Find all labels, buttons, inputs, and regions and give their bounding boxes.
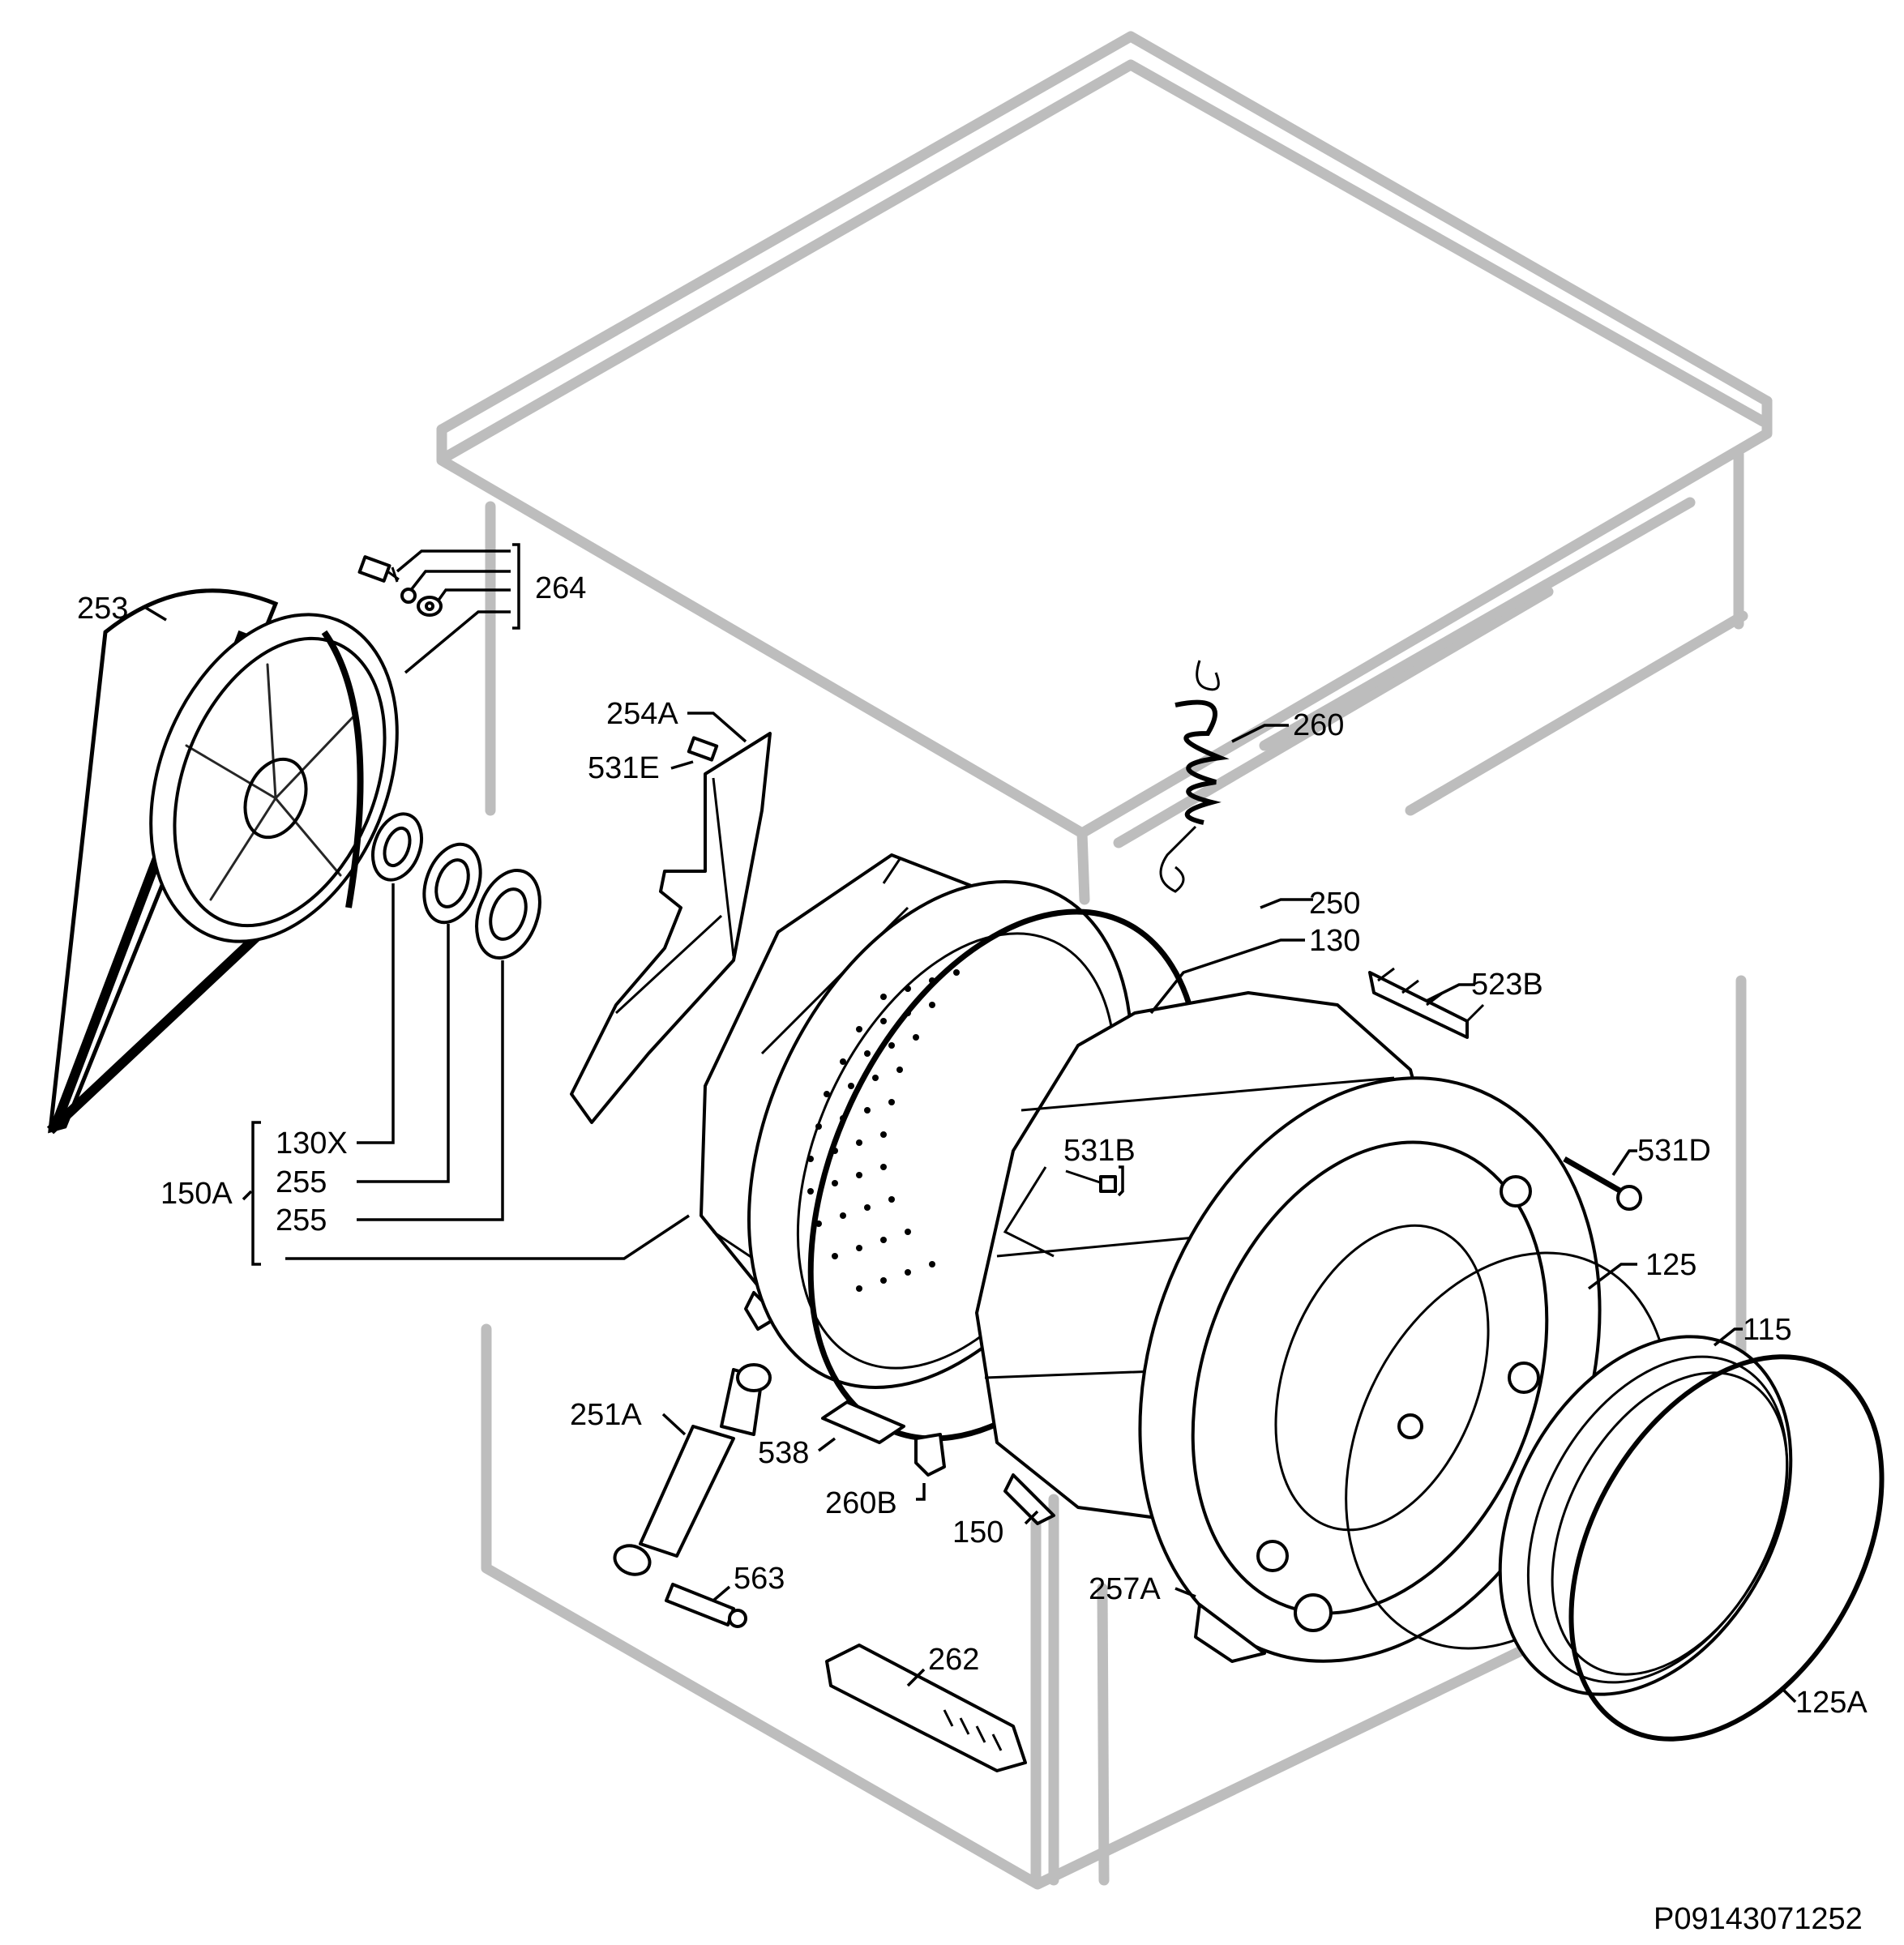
bearing-255-inner: [422, 842, 482, 925]
screw-531e: [687, 736, 719, 762]
pulley-wheel: [149, 613, 399, 943]
label-251a: 251A: [570, 1398, 642, 1432]
label-250: 250: [1309, 887, 1360, 921]
part-labels: 253 264 254A 531E 260 250 130 523B 531B …: [77, 571, 1868, 1936]
label-531e: 531E: [588, 751, 660, 785]
label-125: 125: [1645, 1248, 1696, 1282]
label-130x: 130X: [276, 1126, 348, 1161]
drawing-code: P09143071252: [1654, 1902, 1863, 1936]
plate-538: [817, 1400, 905, 1452]
label-253: 253: [77, 592, 128, 626]
front-tub-rim: [1138, 1076, 1602, 1663]
screw-531d: [1563, 1149, 1642, 1211]
misc-leaders: [145, 606, 1313, 1598]
label-260: 260: [1293, 708, 1344, 742]
label-150a: 150A: [160, 1177, 233, 1211]
label-130: 130: [1309, 924, 1360, 958]
pin-563: [665, 1583, 747, 1628]
label-264: 264: [535, 571, 586, 605]
label-255-b: 255: [276, 1203, 327, 1238]
cabinet-outline: [436, 31, 1773, 1890]
seal-130x: [371, 812, 423, 882]
suspension-spring: [1159, 660, 1289, 893]
label-254a: 254A: [606, 697, 678, 731]
label-255-a: 255: [276, 1165, 327, 1199]
label-260b: 260B: [825, 1486, 897, 1520]
shock-absorber: [613, 1363, 772, 1576]
clip-260b: [914, 1433, 946, 1501]
label-563: 563: [734, 1562, 785, 1596]
bearing-leaders: [242, 883, 690, 1266]
label-150: 150: [952, 1515, 1003, 1550]
label-538: 538: [758, 1436, 809, 1470]
label-257a: 257A: [1089, 1572, 1161, 1606]
label-531d: 531D: [1637, 1134, 1711, 1168]
handle-262: [825, 1644, 1027, 1772]
holder-523b: [1368, 967, 1485, 1039]
screw-531b: [1065, 1165, 1124, 1197]
bearing-255-outer: [475, 868, 541, 960]
label-523b: 523B: [1471, 968, 1543, 1002]
label-125a: 125A: [1795, 1686, 1868, 1720]
crosspiece-leaders: [670, 712, 747, 770]
drum-perforations: [807, 969, 960, 1292]
label-531b: 531B: [1063, 1134, 1136, 1168]
bolt-washer-set: [357, 543, 520, 674]
drum-crosspiece: [570, 732, 772, 1124]
label-115: 115: [1743, 1313, 1792, 1347]
label-262: 262: [928, 1643, 979, 1677]
clamp-ring-125a: [1568, 1354, 1885, 1742]
